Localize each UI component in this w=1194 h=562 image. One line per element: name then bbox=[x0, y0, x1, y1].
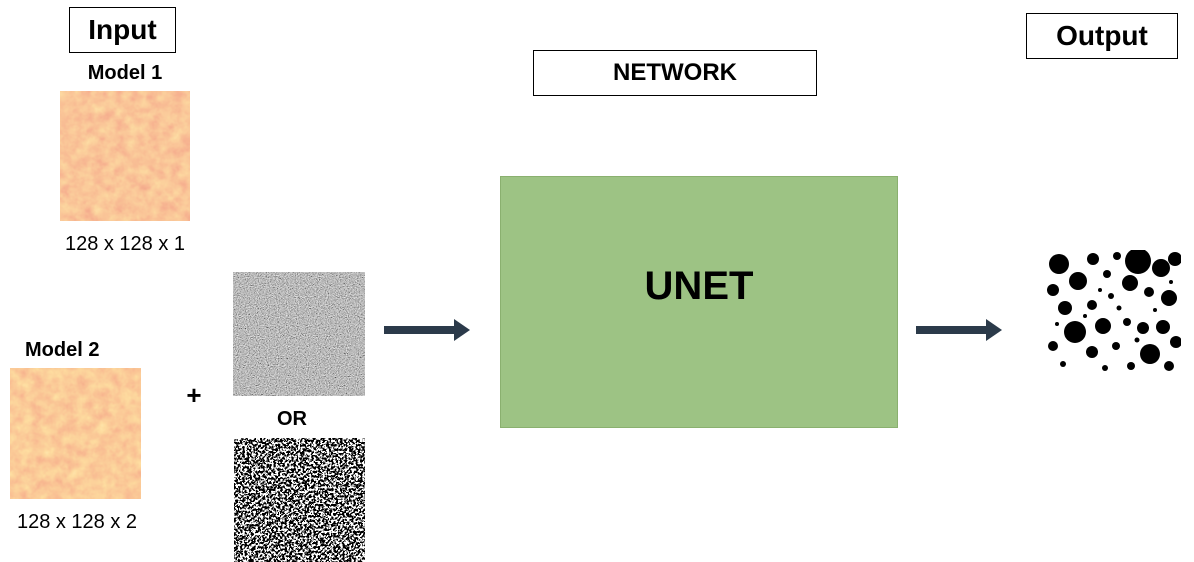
model1-dims: 128 x 128 x 1 bbox=[64, 233, 186, 255]
network-header: NETWORK bbox=[533, 50, 817, 96]
input-header: Input bbox=[69, 7, 176, 53]
plus-sign: + bbox=[186, 380, 202, 410]
gray-noise-tile-icon bbox=[233, 272, 365, 396]
unet-network-box: UNET bbox=[500, 176, 898, 428]
or-label: OR bbox=[277, 408, 307, 430]
output-header-text: Output bbox=[1056, 20, 1148, 51]
input-header-text: Input bbox=[88, 14, 157, 45]
model2-heatmap-icon bbox=[10, 368, 141, 499]
model2-label: Model 2 bbox=[25, 339, 100, 361]
binary-noise-tile-icon bbox=[234, 438, 365, 562]
segmentation-output-icon bbox=[1045, 250, 1181, 374]
output-header: Output bbox=[1026, 13, 1178, 59]
arrow-right-icon bbox=[916, 319, 1002, 341]
arrow-right-icon bbox=[384, 319, 470, 341]
unet-label: UNET bbox=[644, 263, 754, 308]
model1-label: Model 1 bbox=[87, 62, 163, 84]
model1-heatmap-icon bbox=[60, 91, 190, 221]
model2-dims: 128 x 128 x 2 bbox=[16, 511, 138, 533]
network-header-text: NETWORK bbox=[613, 59, 737, 86]
